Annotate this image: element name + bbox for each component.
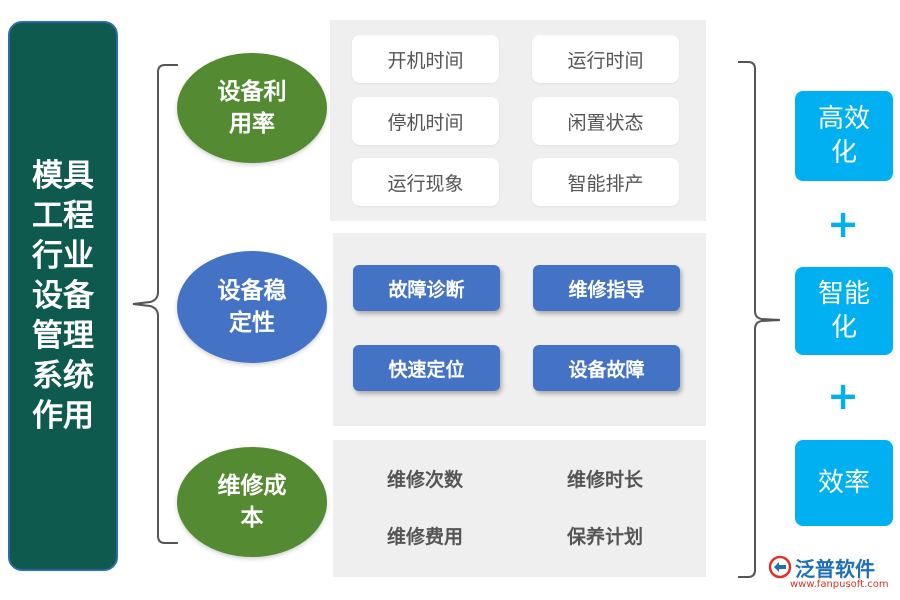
logo-url: www.fanpusoft.com [790, 579, 889, 590]
item-tile: 快速定位 [353, 345, 500, 391]
outcome-box: 效率 [795, 440, 893, 526]
logo-name: 泛普软件 [795, 557, 875, 581]
logo: 泛普软件 www.fanpusoft.com [768, 551, 896, 597]
plus-sign: + [827, 374, 859, 418]
item-tile: 开机时间 [352, 35, 499, 83]
item-text: 维修时长 [566, 468, 643, 491]
item-tile: 故障诊断 [353, 265, 500, 311]
category-circle-utilization: 设备利用率 [177, 53, 327, 163]
category-label: 设备利用率 [217, 79, 287, 137]
title-bar: 模具工程行业设备管理系统作用 [8, 21, 118, 571]
item-text: 维修费用 [386, 525, 463, 548]
category-circle-stability: 设备稳定性 [177, 251, 327, 363]
item-text: 保养计划 [566, 525, 643, 548]
category-label: 维修成本 [217, 473, 287, 531]
outcome-label: 效率 [817, 468, 870, 498]
diagram-title: 模具工程行业设备管理系统作用 [32, 158, 94, 434]
panel-stability [333, 233, 706, 426]
item-text: 维修次数 [386, 468, 463, 491]
right-brace [738, 61, 781, 578]
item-tile: 运行时间 [532, 35, 679, 83]
logo-icon [768, 555, 792, 579]
item-tile: 运行现象 [352, 158, 499, 206]
outcome-box: 智能化 [795, 267, 893, 355]
left-brace [132, 64, 178, 544]
plus-sign: + [827, 202, 859, 246]
item-tile: 维修指导 [533, 265, 680, 311]
outcome-label: 高效化 [817, 104, 870, 168]
category-label: 设备稳定性 [217, 278, 287, 336]
item-tile: 闲置状态 [532, 97, 679, 145]
item-tile: 智能排产 [532, 158, 679, 206]
item-tile: 停机时间 [352, 97, 499, 145]
outcome-label: 智能化 [817, 279, 870, 343]
item-tile: 设备故障 [533, 345, 680, 391]
panel-cost [333, 440, 706, 577]
outcome-box: 高效化 [795, 91, 893, 181]
category-circle-cost: 维修成本 [177, 447, 327, 557]
